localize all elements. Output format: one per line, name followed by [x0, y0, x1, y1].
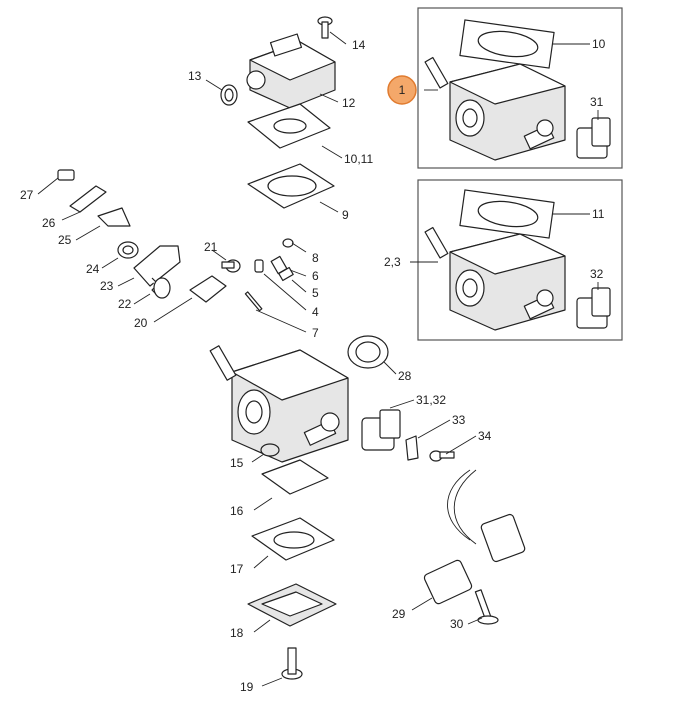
callout-34[interactable]: 34	[478, 429, 492, 443]
part-21-screw[interactable]	[221, 259, 241, 273]
part-4-pin[interactable]	[254, 259, 264, 273]
callout-28[interactable]: 28	[398, 369, 412, 383]
part-5-spring[interactable]	[278, 266, 294, 282]
callout-10-11[interactable]: 10,11	[344, 152, 373, 166]
callout-30[interactable]: 30	[450, 617, 464, 631]
callout-9[interactable]: 9	[342, 208, 349, 222]
callout-31-32[interactable]: 31,32	[416, 393, 446, 407]
part-13-o-ring[interactable]	[220, 84, 238, 106]
callout-8[interactable]: 8	[312, 251, 319, 265]
callout-25[interactable]: 25	[58, 233, 72, 247]
part-18-cover-plate[interactable]	[247, 583, 337, 627]
part-19-screw[interactable]	[281, 647, 303, 680]
callout-13[interactable]: 13	[188, 69, 202, 83]
callout-15[interactable]: 15	[230, 456, 244, 470]
part-30-bolt[interactable]	[474, 589, 499, 625]
part-10-11-diaphragm[interactable]	[247, 103, 331, 149]
callout-22[interactable]: 22	[118, 297, 132, 311]
callout-20[interactable]: 20	[134, 316, 148, 330]
callout-23[interactable]: 23	[100, 279, 114, 293]
callout-2-3[interactable]: 2,3	[384, 255, 401, 269]
callout-4[interactable]: 4	[312, 305, 319, 319]
part-34-screw[interactable]	[429, 450, 455, 462]
callout-33[interactable]: 33	[452, 413, 466, 427]
part-20-shaft[interactable]	[189, 275, 227, 303]
part-17-diaphragm[interactable]	[251, 517, 335, 561]
callout-labels: 1 2,3 4 5 6 7 8 9 10 10,11 11 12 13 14 1…	[20, 37, 606, 694]
callout-24[interactable]: 24	[86, 262, 100, 276]
part-25-bracket[interactable]	[97, 207, 131, 227]
callout-1[interactable]: 1	[399, 83, 406, 97]
part-9-gasket[interactable]	[247, 163, 335, 209]
callout-27[interactable]: 27	[20, 188, 34, 202]
callout-26[interactable]: 26	[42, 216, 56, 230]
part-14-screw[interactable]	[317, 16, 333, 39]
part-8-screw[interactable]	[282, 238, 294, 248]
callout-31-box[interactable]: 31	[590, 95, 604, 109]
callout-16[interactable]: 16	[230, 504, 244, 518]
part-33-cap[interactable]	[405, 435, 419, 461]
callout-7[interactable]: 7	[312, 326, 319, 340]
carburetor-assembly-1[interactable]	[424, 19, 611, 161]
part-15-filter-screen[interactable]	[260, 443, 280, 457]
part-16-gasket[interactable]	[261, 459, 329, 495]
part-31-32-adjuster[interactable]	[361, 409, 401, 451]
callout-32-box[interactable]: 32	[590, 267, 604, 281]
part-7-needle[interactable]	[244, 291, 263, 312]
callout-12[interactable]: 12	[342, 96, 356, 110]
callout-19[interactable]: 19	[240, 680, 254, 694]
callout-14[interactable]: 14	[352, 38, 366, 52]
part-28-air-filter[interactable]	[347, 335, 389, 369]
callout-29[interactable]: 29	[392, 607, 406, 621]
part-22-spring[interactable]	[151, 277, 171, 299]
callout-6[interactable]: 6	[312, 269, 319, 283]
callout-11[interactable]: 11	[592, 207, 605, 221]
part-29-wiring-harness[interactable]	[423, 469, 526, 605]
callout-10[interactable]: 10	[592, 37, 606, 51]
part-24-spring[interactable]	[117, 241, 139, 259]
callout-18[interactable]: 18	[230, 626, 244, 640]
part-26-lever-arm[interactable]	[69, 185, 107, 213]
part-23-shaft-lever[interactable]	[133, 245, 181, 287]
part-27-lever[interactable]	[57, 169, 75, 181]
part-12-cover[interactable]	[246, 33, 336, 109]
carburetor-assembly-2[interactable]	[424, 189, 611, 331]
callout-21[interactable]: 21	[204, 240, 218, 254]
callout-17[interactable]: 17	[230, 562, 244, 576]
callout-5[interactable]: 5	[312, 286, 319, 300]
carburetor-body[interactable]	[209, 345, 349, 463]
callout-1-highlight[interactable]	[387, 75, 417, 105]
